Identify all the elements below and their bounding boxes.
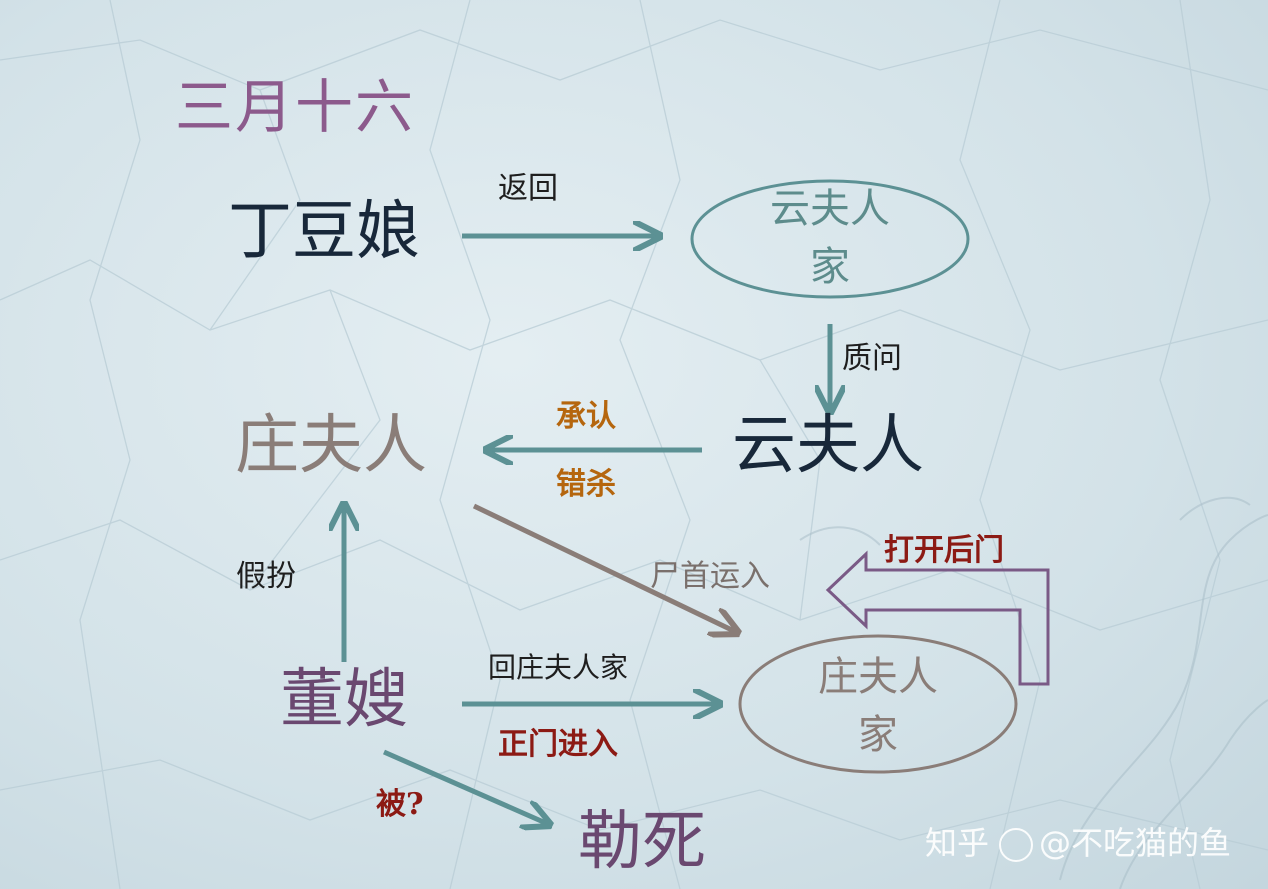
node-zhuang-furen: 庄夫人 <box>235 409 427 483</box>
node-zhuang-furen-home-line1: 庄夫人 <box>818 654 938 700</box>
page-title: 三月十六 <box>175 73 416 141</box>
edge-label-mistaken-kill: 错杀 <box>556 467 616 502</box>
edge-label-by: 被? <box>376 787 424 822</box>
edge-label-back-home: 回庄夫人家 <box>488 651 629 684</box>
arrow-strangle <box>382 749 548 824</box>
yun-furen-home-ellipse <box>690 179 970 299</box>
zhuang-furen-home-ellipse <box>738 634 1018 774</box>
edge-label-disguise: 假扮 <box>236 559 296 594</box>
node-yun-furen-home-line2: 家 <box>810 244 850 290</box>
node-le-si: 勒死 <box>578 805 706 879</box>
edge-label-return: 返回 <box>498 171 558 206</box>
edge-label-admit: 承认 <box>556 399 616 434</box>
watermark-zhihu: 知乎 <box>925 824 990 862</box>
edge-label-corpse-transport: 尸首运入 <box>650 559 770 594</box>
watermark-circle-icon <box>999 828 1034 862</box>
node-dong-sao: 董嫂 <box>280 663 408 737</box>
arrow-corpse <box>472 503 736 632</box>
node-yun-furen-home-line1: 云夫人 <box>770 186 890 232</box>
edge-label-question: 质问 <box>842 341 902 376</box>
node-ding-douniang: 丁豆娘 <box>228 195 420 269</box>
node-zhuang-furen-home: 庄夫人 家 <box>742 648 1014 764</box>
node-zhuang-furen-home-line2: 家 <box>858 712 898 758</box>
edge-label-front-door: 正门进入 <box>498 727 618 762</box>
watermark: 知乎 @不吃猫的鱼 <box>925 818 1231 864</box>
edge-label-open-back-door: 打开后门 <box>884 533 1004 568</box>
node-yun-furen: 云夫人 <box>732 409 924 483</box>
arrow-back-door <box>825 550 1050 686</box>
watermark-author: @不吃猫的鱼 <box>1039 824 1232 862</box>
node-yun-furen-home: 云夫人 家 <box>695 180 965 296</box>
